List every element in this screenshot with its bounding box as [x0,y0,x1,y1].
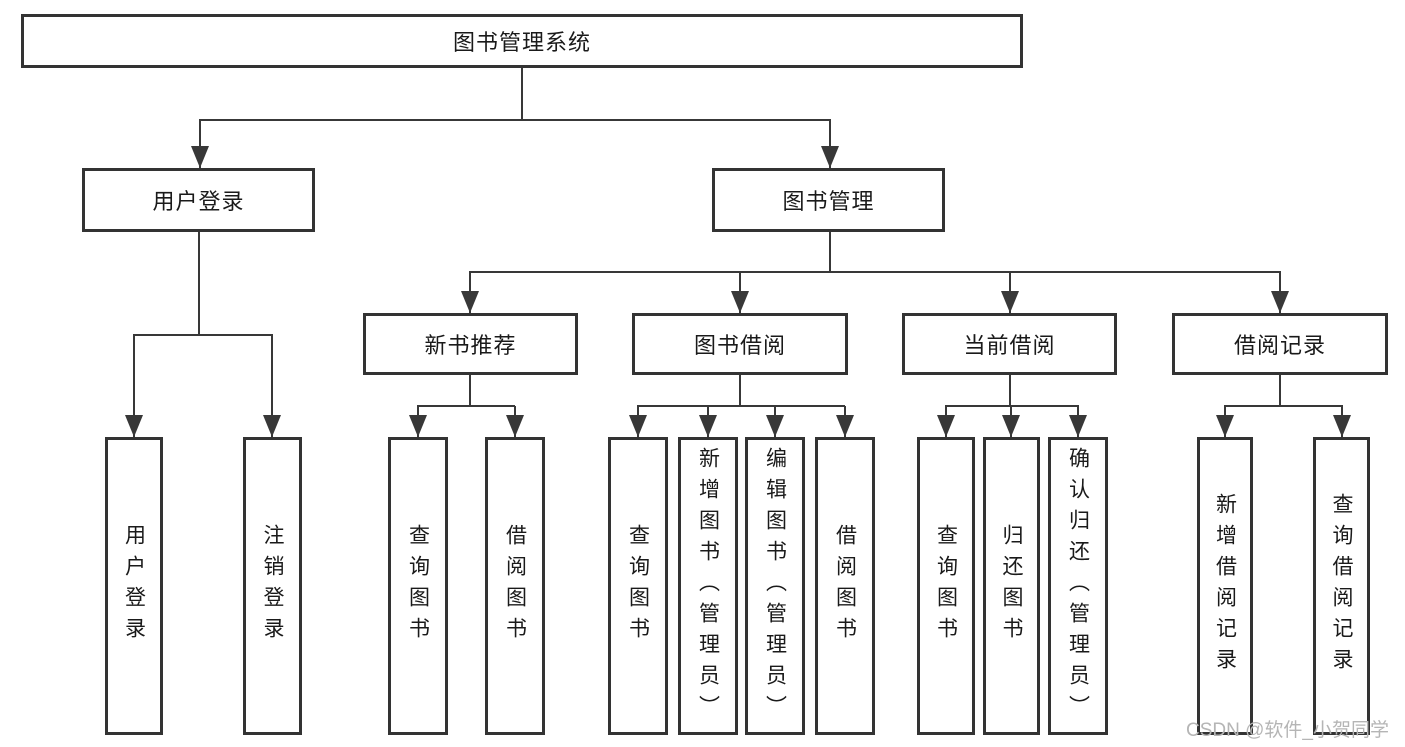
connector-root-stem [521,68,523,120]
connector-stem-login-leaf [133,335,135,437]
node-label: 用户登录 [122,524,146,648]
connector-stem-book-mgmt [829,120,831,168]
connector-borrowing-stem [739,375,741,406]
arrowhead-icon [699,415,717,437]
node-leaf-borrow-book-recommend: 借阅图书 [485,437,545,735]
connector-user-login-stem [198,232,200,335]
node-label: 借阅图书 [833,524,857,648]
arrowhead-icon [1002,415,1020,437]
node-borrowing-records: 借阅记录 [1172,313,1388,375]
connector-borrowing-bar [637,405,845,407]
node-label: 查询图书 [406,524,430,648]
connector-records-bar [1224,405,1343,407]
connector-current-bar [945,405,1079,407]
arrowhead-icon [821,146,839,168]
arrowhead-icon [731,291,749,313]
node-leaf-borrow-book: 借阅图书 [815,437,875,735]
connector-stem-user-login [199,120,201,168]
connector-user-login-bar [133,334,273,336]
arrowhead-icon [766,415,784,437]
node-label: 归还图书 [1000,524,1023,648]
node-label: 新增图书（管理员） [696,446,720,726]
node-leaf-confirm-return-admin: 确认归还（管理员） [1048,437,1108,735]
arrowhead-icon [506,415,524,437]
node-label: 确认归还（管理员） [1066,446,1090,726]
node-label: 新增借阅记录 [1213,493,1237,679]
csdn-watermark: CSDN @软件_小贺同学 [1186,720,1389,741]
node-new-book-recommend: 新书推荐 [363,313,578,375]
arrowhead-icon [125,415,143,437]
node-leaf-query-book-recommend: 查询图书 [388,437,448,735]
node-leaf-add-borrow-record: 新增借阅记录 [1197,437,1253,735]
connector-root-bar [199,119,831,121]
node-leaf-user-login: 用户登录 [105,437,163,735]
node-label: 查询借阅记录 [1330,493,1353,679]
arrowhead-icon [263,415,281,437]
arrowhead-icon [937,415,955,437]
node-leaf-query-borrow-record: 查询借阅记录 [1313,437,1370,735]
connector-book-mgmt-bar [469,271,1281,273]
arrowhead-icon [1069,415,1087,437]
node-leaf-add-book-admin: 新增图书（管理员） [678,437,738,735]
node-book-borrowing: 图书借阅 [632,313,848,375]
node-label: 编辑图书（管理员） [763,446,787,726]
arrowhead-icon [1216,415,1234,437]
node-current-borrowing: 当前借阅 [902,313,1117,375]
node-leaf-return-book: 归还图书 [983,437,1040,735]
node-leaf-logout: 注销登录 [243,437,302,735]
arrowhead-icon [1001,291,1019,313]
connector-current-stem [1009,375,1011,406]
node-leaf-query-book-current: 查询图书 [917,437,975,735]
node-book-management: 图书管理 [712,168,945,232]
node-label: 查询图书 [626,524,650,648]
connector-book-mgmt-stem [829,232,831,272]
arrowhead-icon [1271,291,1289,313]
arrowhead-icon [461,291,479,313]
arrowhead-icon [836,415,854,437]
arrowhead-icon [1333,415,1351,437]
node-label: 查询图书 [934,524,958,648]
connector-records-stem [1279,375,1281,406]
arrowhead-icon [629,415,647,437]
connector-new-book-stem [469,375,471,406]
node-leaf-query-book-borrowing: 查询图书 [608,437,668,735]
node-leaf-edit-book-admin: 编辑图书（管理员） [745,437,805,735]
node-label: 注销登录 [261,524,284,648]
node-library-management-system: 图书管理系统 [21,14,1023,68]
arrowhead-icon [409,415,427,437]
node-user-login: 用户登录 [82,168,315,232]
node-label: 借阅图书 [503,524,527,648]
connector-new-book-bar [417,405,515,407]
connector-stem-logout-leaf [271,335,273,437]
arrowhead-icon [191,146,209,168]
